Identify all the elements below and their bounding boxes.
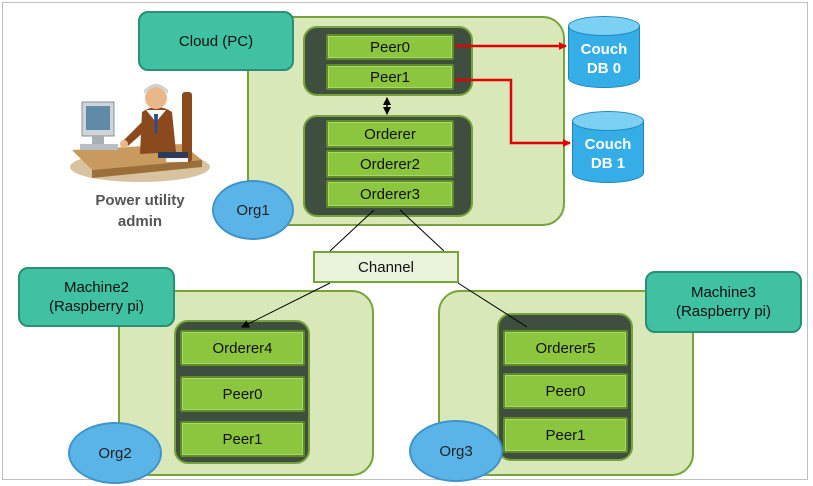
- couchdb1-line1: Couch: [584, 136, 632, 153]
- channel-to-orderer4-arrow: [241, 282, 331, 328]
- couchdb1-top: [572, 111, 644, 131]
- channel-to-orderer5-line: [457, 282, 528, 328]
- machine2-orderer4: Orderer4: [180, 330, 305, 366]
- couchdb1-text: Couch DB 1: [572, 135, 644, 173]
- admin-line2: admin: [117, 213, 163, 230]
- org1-ellipse: Org1: [212, 180, 294, 240]
- couchdb1-body: [572, 121, 644, 183]
- org2-ellipse: Org2: [68, 422, 162, 484]
- cloud-orderer-label: Orderer: [364, 125, 416, 143]
- couchdb0-top: [568, 16, 640, 36]
- couchdb1-line2: DB 1: [590, 155, 626, 172]
- org2-label: Org2: [98, 444, 132, 462]
- cloud-orderer3: Orderer3: [326, 180, 454, 208]
- machine2-peer0: Peer0: [180, 376, 305, 412]
- admin-at-desk-illustration: [70, 84, 210, 182]
- cloud-orderer3-label: Orderer3: [359, 185, 421, 203]
- machine3-label: Machine3 (Raspberry pi): [645, 271, 802, 333]
- couchdb1-cylinder: Couch DB 1: [572, 111, 644, 191]
- cloud-peer0-label: Peer0: [369, 38, 411, 56]
- machine2-peer0-label: Peer0: [222, 385, 263, 403]
- machine2-label-line2: (Raspberry pi): [48, 298, 145, 315]
- machine3-peer0: Peer0: [503, 373, 628, 409]
- couchdb0-text: Couch DB 0: [568, 40, 640, 78]
- machine2-peer1-label: Peer1: [222, 430, 263, 448]
- machine2-orderer4-label: Orderer4: [212, 339, 273, 357]
- machine3-peer1: Peer1: [503, 417, 628, 453]
- org3-ellipse: Org3: [409, 420, 503, 482]
- cloud-peer1-label: Peer1: [369, 68, 411, 86]
- admin-line1: Power utility: [95, 192, 185, 209]
- machine2-label: Machine2 (Raspberry pi): [18, 267, 175, 327]
- cloud-peer0: Peer0: [326, 34, 454, 60]
- channel-label: Channel: [358, 258, 414, 276]
- machine3-orderer5: Orderer5: [503, 330, 628, 366]
- machine3-peer0-label: Peer0: [545, 382, 586, 400]
- orderer3-channel-line-right: [399, 209, 445, 252]
- org3-label: Org3: [439, 442, 473, 460]
- channel-box: Channel: [313, 251, 459, 283]
- org1-label: Org1: [236, 201, 270, 219]
- machine3-label-line1: Machine3: [690, 284, 757, 301]
- couchdb0-line1: Couch: [580, 41, 628, 58]
- machine2-label-line1: Machine2: [63, 279, 130, 296]
- cloud-orderer: Orderer: [326, 120, 454, 148]
- cloud-label: Cloud (PC): [138, 11, 294, 71]
- machine3-peer1-label: Peer1: [545, 426, 586, 444]
- machine2-peer1: Peer1: [180, 421, 305, 457]
- machine3-label-line2: (Raspberry pi): [675, 303, 772, 320]
- cloud-orderer2: Orderer2: [326, 150, 454, 178]
- cloud-label-text: Cloud (PC): [178, 32, 254, 50]
- cloud-orderer2-label: Orderer2: [359, 155, 421, 173]
- couchdb0-cylinder: Couch DB 0: [568, 16, 640, 96]
- admin-caption: Power utility admin: [70, 190, 210, 232]
- diagram-frame: [2, 2, 808, 480]
- peer1-to-couchdb1-arrow: [455, 78, 571, 147]
- orderer3-channel-line-left: [329, 209, 375, 252]
- machine3-orderer5-label: Orderer5: [535, 339, 596, 357]
- couchdb0-body: [568, 26, 640, 88]
- couchdb0-line2: DB 0: [586, 60, 622, 77]
- cloud-peer1: Peer1: [326, 64, 454, 90]
